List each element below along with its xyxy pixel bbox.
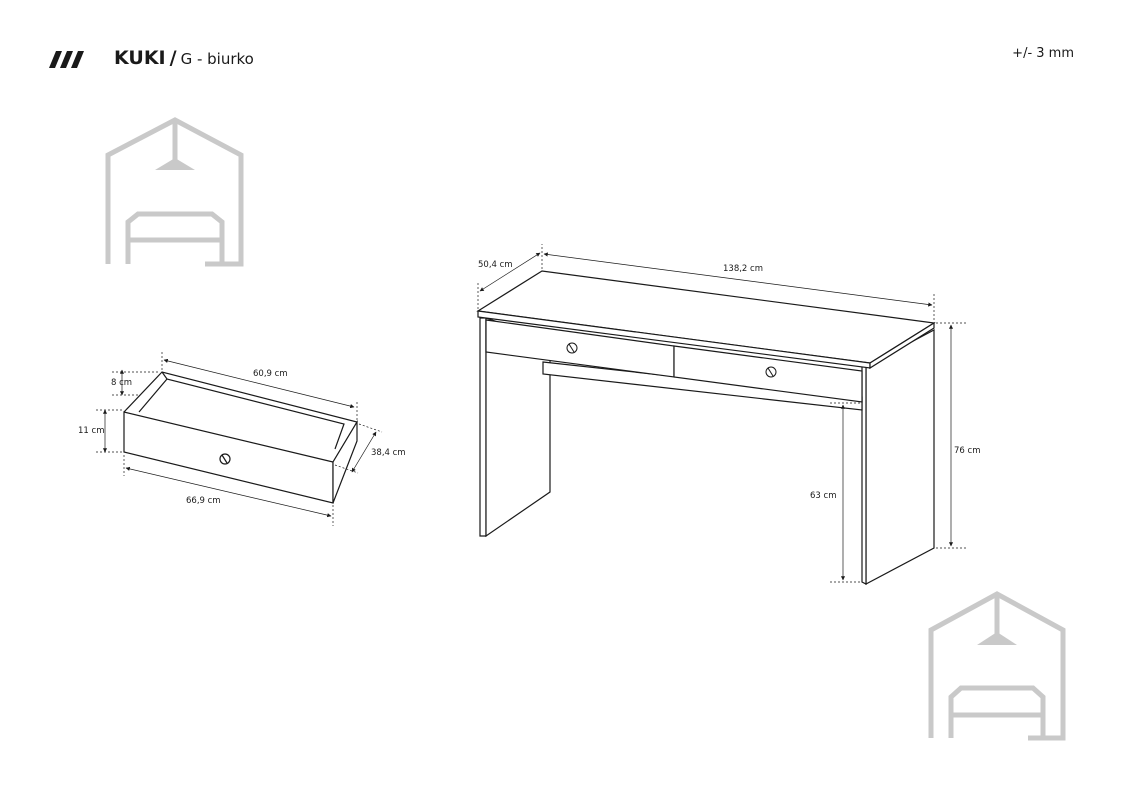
drawer-inner-height-label: 8 cm xyxy=(111,378,132,388)
product-name: KUKI xyxy=(114,47,166,69)
desk-drawing xyxy=(476,270,936,585)
tolerance-note: +/- 3 mm xyxy=(1012,46,1074,61)
desk-height-label: 76 cm xyxy=(954,446,980,456)
triple-slash-logo-icon xyxy=(49,51,84,68)
drawer-drawing xyxy=(123,371,358,504)
drawer-front-height-label: 11 cm xyxy=(78,426,104,436)
drawer-inner-width-label: 60,9 cm xyxy=(253,369,288,379)
desk-width-label: 138,2 cm xyxy=(723,264,763,274)
page-title: KUKI/G - biurko xyxy=(114,47,254,69)
house-sofa-watermark-icon xyxy=(928,591,1066,741)
drawer-front-width-label: 66,9 cm xyxy=(186,496,221,506)
house-sofa-watermark-icon xyxy=(105,117,244,267)
header: KUKI/G - biurko +/- 3 mm xyxy=(48,44,1078,76)
desk-clearance-label: 63 cm xyxy=(810,491,836,501)
desk-depth-label: 50,4 cm xyxy=(478,260,513,270)
product-subtitle: G - biurko xyxy=(180,50,254,68)
drawer-depth-label: 38,4 cm xyxy=(371,448,406,458)
title-separator: / xyxy=(169,47,177,69)
